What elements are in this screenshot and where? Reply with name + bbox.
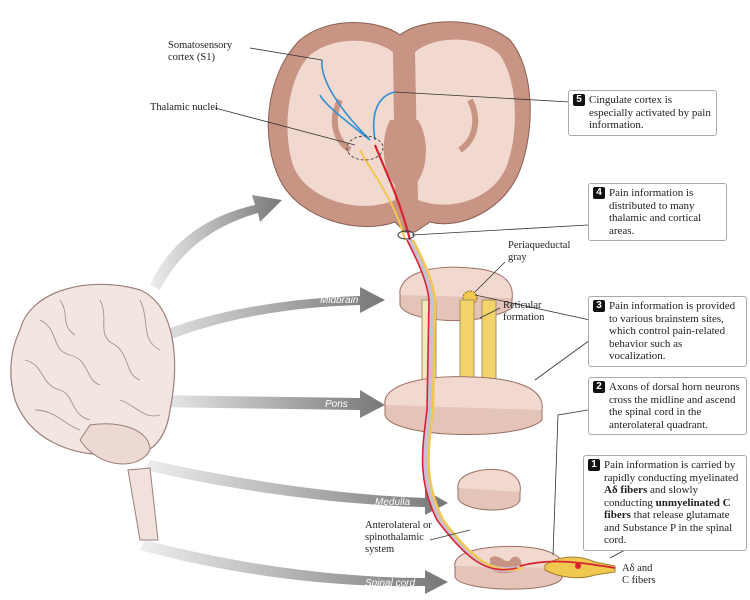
label-somatosensory-cortex: Somatosensory cortex (S1) — [168, 40, 233, 63]
step-number-badge: 3 — [593, 300, 605, 312]
step-text-a: Pain information is carried by rapidly c… — [604, 459, 739, 484]
spinal-cord-arrow — [140, 540, 448, 594]
label-fibers: Aδ and C fibers — [622, 563, 656, 587]
step-number-badge: 1 — [588, 459, 600, 471]
step-number-badge: 2 — [593, 381, 605, 393]
spinothalamic-tract-forebrain — [373, 144, 412, 241]
anterolateral-tract — [406, 238, 524, 573]
step-4-callout: 4 Pain information is distributed to man… — [588, 183, 727, 241]
arrow-label-midbrain: Midbrain — [320, 295, 359, 306]
whole-brain-illustration — [10, 283, 176, 541]
arrow-label-spinal-cord: Spinal cord — [365, 578, 415, 589]
leader-lines — [214, 47, 626, 559]
step-text: Pain information is provided to various … — [609, 300, 736, 362]
forebrain-coronal-section — [267, 21, 531, 233]
step-text: Axons of dorsal horn neurons cross the m… — [609, 381, 740, 431]
step-1-callout: 1 Pain information is carried by rapidly… — [583, 455, 747, 551]
step-3-callout: 3 Pain information is provided to variou… — [588, 296, 747, 367]
arrow-label-medulla: Medulla — [375, 497, 410, 508]
step-bold-b: unmyelinated C fibers — [604, 496, 731, 522]
midbrain-arrow — [130, 287, 385, 355]
label-thalamic-nuclei: Thalamic nuclei — [150, 102, 218, 113]
thalamocortical-projection — [319, 94, 371, 141]
step-text-b: and slowly conducting — [604, 484, 699, 509]
thalamic-nuclei-outline — [346, 135, 384, 161]
step-bold-a: Aδ fibers — [604, 484, 648, 496]
arrow-label-pons: Pons — [325, 399, 348, 410]
label-anterolateral-system: Anterolateral or spinothalamic system — [365, 520, 432, 555]
step-text-c: that release glutamate and Substance P i… — [604, 509, 733, 546]
medulla-section — [457, 469, 521, 511]
thalamocortical-projection — [373, 91, 396, 141]
pons-arrow — [150, 390, 385, 418]
spinal-cord-section — [454, 545, 563, 590]
step-5-callout: 5 Cingulate cortex is especially activat… — [568, 90, 717, 136]
forebrain-arrow — [150, 195, 282, 290]
step-text: Cingulate cortex is especially activated… — [589, 94, 711, 131]
label-periaqueductal-gray: Periaqueductal gray — [508, 240, 571, 263]
step-text: Pain information is distributed to many … — [609, 187, 702, 237]
label-fibers-line2: C fibers — [622, 575, 656, 586]
pons-section — [384, 376, 543, 436]
thalamocortical-projection — [321, 59, 371, 141]
step-2-callout: 2 Axons of dorsal horn neurons cross the… — [588, 377, 747, 435]
label-reticular-formation: Reticular formation — [503, 300, 545, 323]
step-number-badge: 4 — [593, 187, 605, 199]
peripheral-fibers — [519, 556, 616, 579]
medulla-arrow — [145, 460, 448, 515]
label-fibers-line1: Aδ and — [622, 563, 653, 574]
spinothalamic-tract-forebrain — [359, 149, 406, 241]
step-number-badge: 5 — [573, 94, 585, 106]
